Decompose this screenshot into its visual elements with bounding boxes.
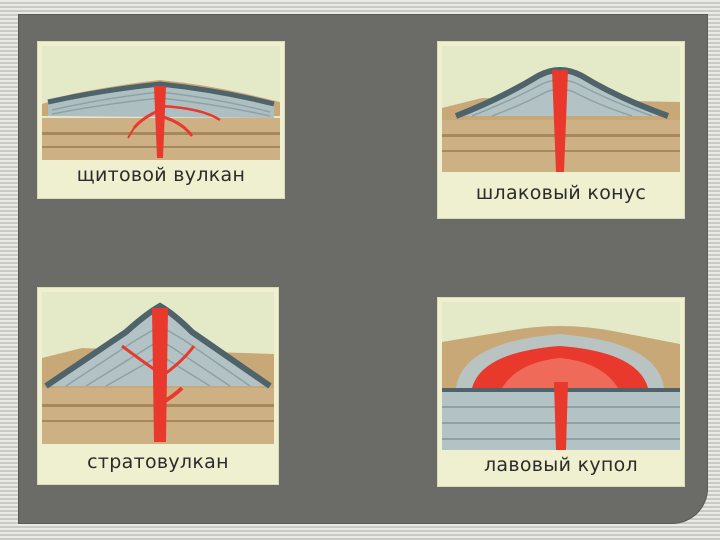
shield-volcano-illustration <box>42 46 280 160</box>
cinder-cone-illustration <box>442 46 680 172</box>
panel-caption: шлаковый конус <box>475 182 647 204</box>
panel-lava-dome: лавовый купол <box>438 298 684 486</box>
panel-caption: стратовулкан <box>87 451 229 473</box>
panel-caption: щитовой вулкан <box>76 164 246 186</box>
panel-stratovolcano: стратовулкан <box>38 288 278 484</box>
lava-dome-illustration <box>442 302 680 450</box>
stratovolcano-illustration <box>42 292 274 444</box>
panel-cinder-cone: шлаковый конус <box>438 42 684 218</box>
panel-shield-volcano: щитовой вулкан <box>38 42 284 198</box>
panel-caption: лавовый купол <box>483 454 638 476</box>
